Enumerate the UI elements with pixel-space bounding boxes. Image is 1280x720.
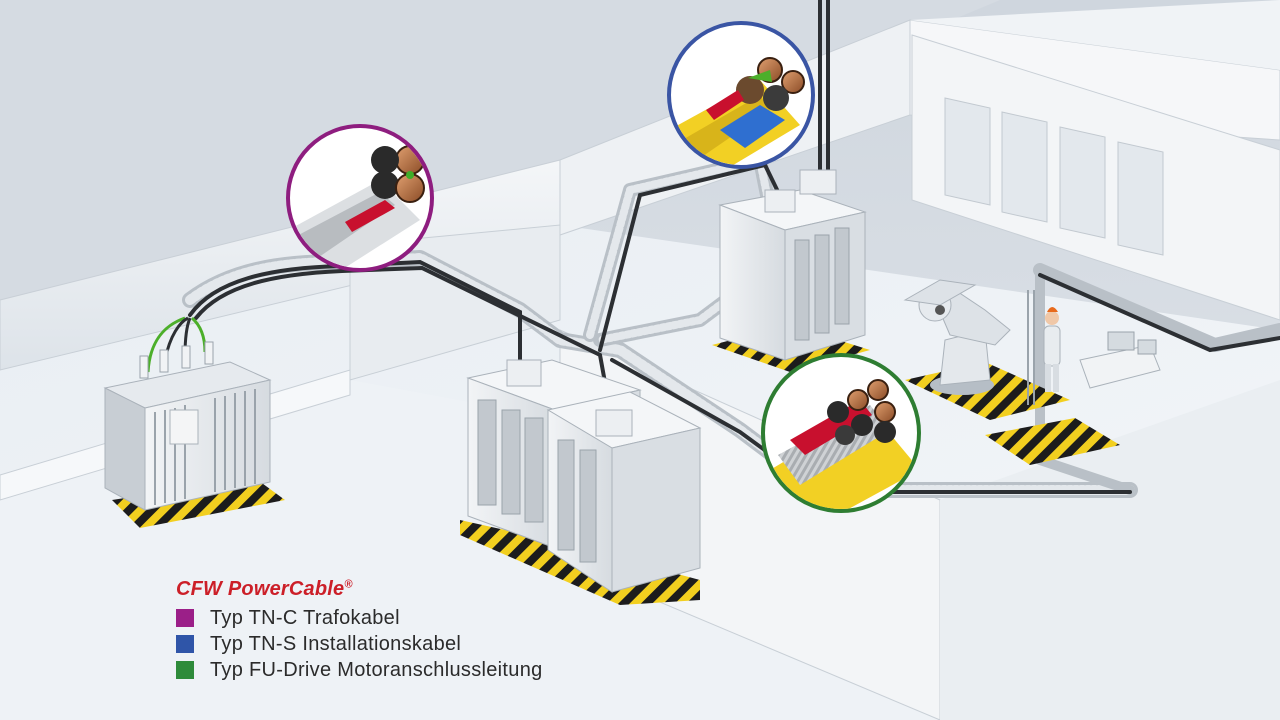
legend-item-tn-c: Typ TN-C Trafokabel (176, 605, 543, 631)
legend-label: Typ TN-S Installationskabel (210, 632, 462, 655)
legend-swatch (176, 609, 194, 627)
operator (1043, 307, 1061, 392)
legend-item-tn-s: Typ TN-S Installationskabel (176, 631, 543, 657)
legend-label: Typ TN-C Trafokabel (210, 606, 400, 629)
legend-item-fu-drive: Typ FU-Drive Motoranschlussleitung (176, 657, 543, 683)
legend-swatch (176, 635, 194, 653)
fu-drive-cable-closeup (761, 353, 921, 513)
legend-label: Typ FU-Drive Motoranschlussleitung (210, 658, 543, 681)
switch-cabinet-pair (460, 359, 702, 605)
legend: CFW PowerCable® Typ TN-C Trafokabel Typ … (176, 578, 543, 683)
legend-title: CFW PowerCable® (176, 578, 353, 600)
transformer (103, 341, 285, 528)
industrial-robot (903, 279, 1120, 465)
legend-swatch (176, 661, 194, 679)
control-desk (1079, 331, 1161, 389)
